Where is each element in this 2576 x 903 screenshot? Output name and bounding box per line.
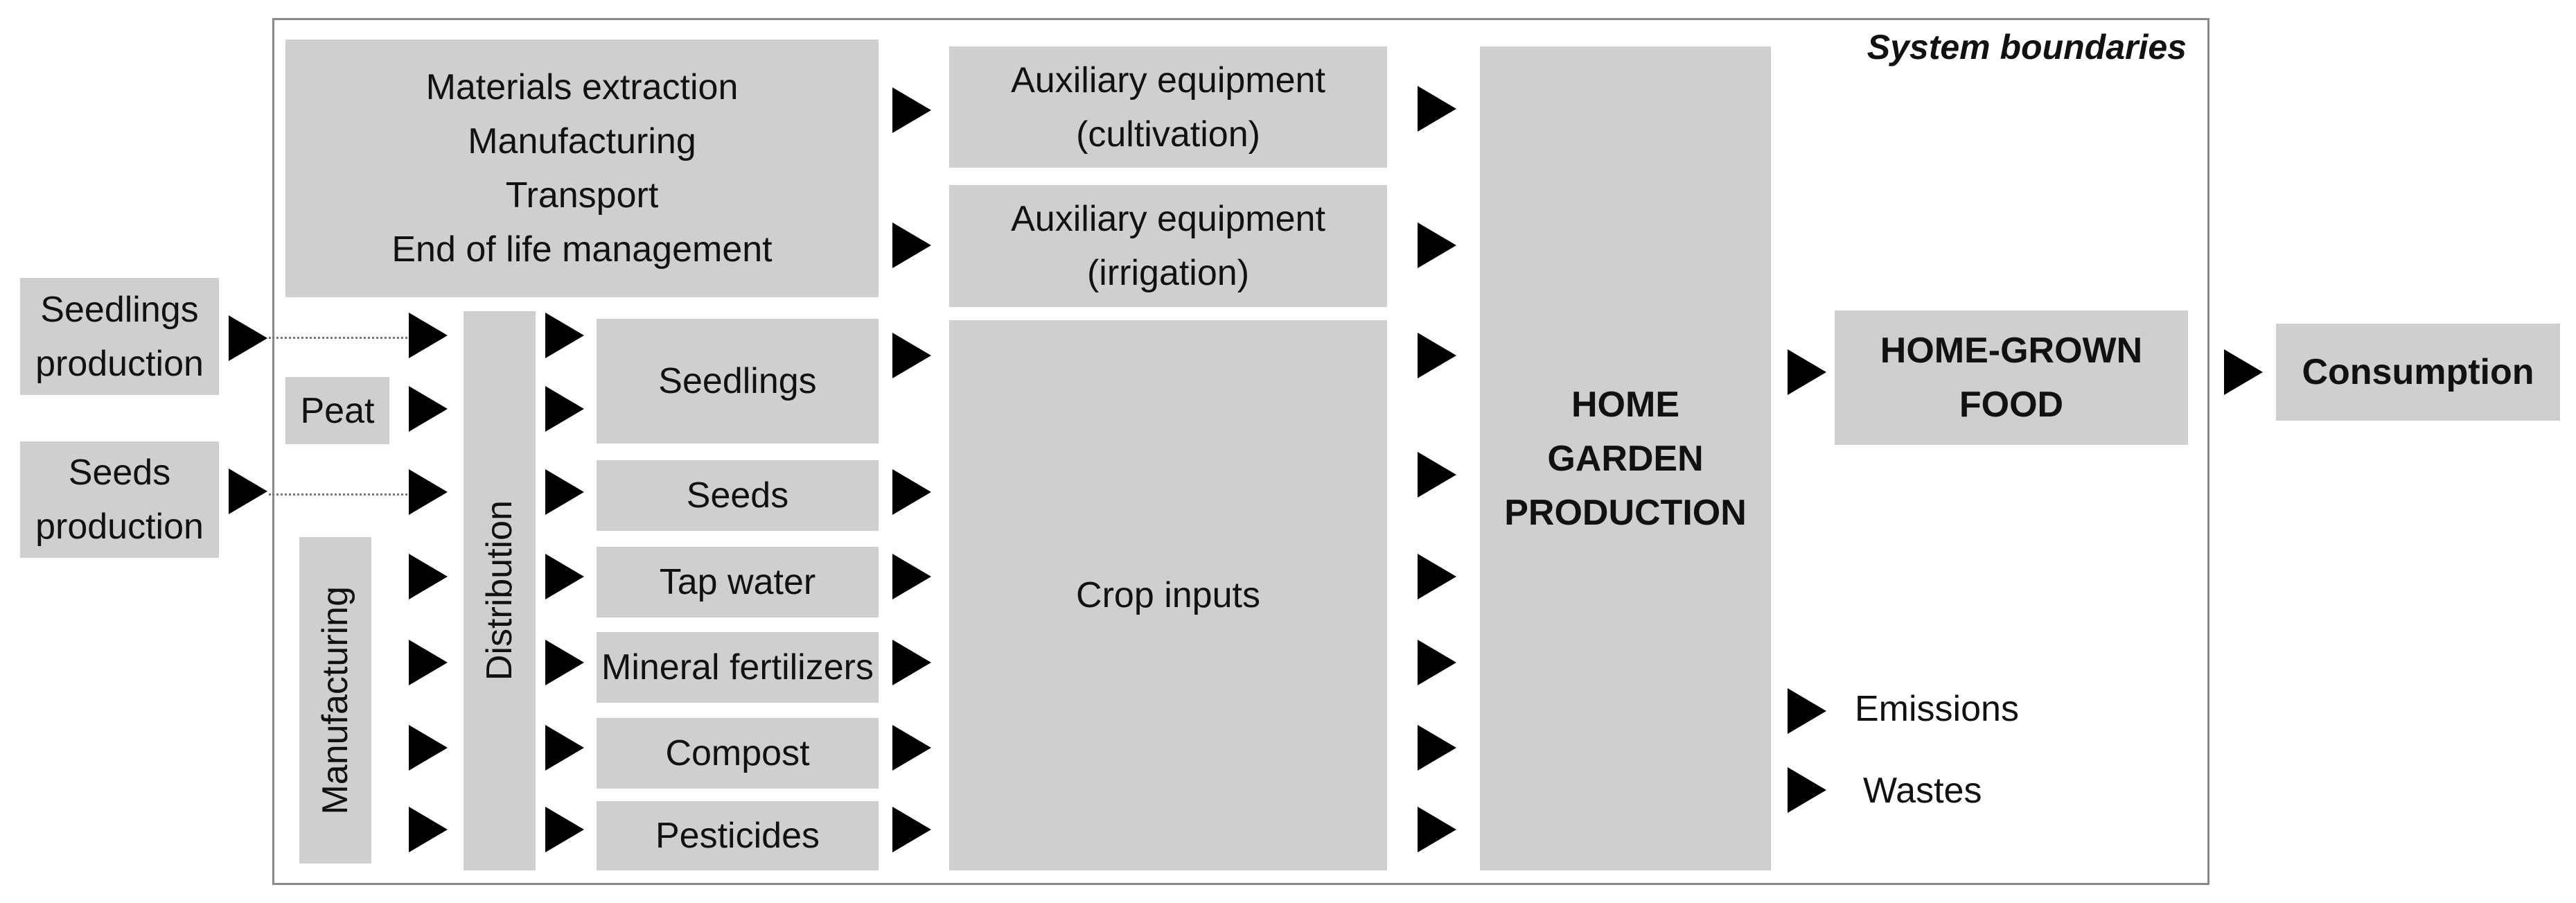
arrow-icon [1418, 333, 1456, 378]
seeds-dotted-connector [269, 493, 407, 496]
aux-equipment-cultivation-box: Auxiliary equipment (cultivation) [949, 46, 1387, 168]
manufacturing-label: Manufacturing [315, 586, 355, 815]
seeds-production-box: Seeds production [20, 441, 219, 558]
arrow-icon [1788, 349, 1826, 395]
arrow-icon [409, 386, 448, 432]
arrow-icon [545, 807, 584, 852]
tap-water-box: Tap water [597, 547, 879, 617]
seedlings-production-box: Seedlings production [20, 278, 219, 395]
arrow-icon [545, 386, 584, 432]
system-boundary: System boundaries [272, 18, 2209, 885]
aux-equipment-irrigation-box: Auxiliary equipment (irrigation) [949, 185, 1387, 307]
distribution-box: Distribution [464, 311, 536, 870]
arrow-icon [229, 468, 267, 514]
crop-inputs-box: Crop inputs [949, 320, 1387, 870]
arrow-icon [892, 725, 931, 771]
emissions-label: Emissions [1855, 689, 2019, 729]
arrow-icon [229, 315, 267, 361]
consumption-box: Consumption [2276, 324, 2560, 421]
system-boundary-label: System boundaries [1867, 28, 2187, 67]
arrow-icon [409, 725, 448, 771]
arrow-icon [1418, 725, 1456, 771]
arrow-icon [892, 554, 931, 599]
wastes-label: Wastes [1863, 771, 1982, 811]
arrow-icon [409, 313, 448, 358]
lifecycle-box: Materials extraction Manufacturing Trans… [285, 40, 879, 297]
arrow-icon [409, 469, 448, 515]
arrow-icon [1418, 554, 1456, 599]
seedlings-box: Seedlings [597, 319, 879, 444]
seedlings-dotted-connector [269, 337, 407, 339]
arrow-icon [545, 554, 584, 599]
manufacturing-box: Manufacturing [299, 537, 371, 863]
seeds-box: Seeds [597, 460, 879, 531]
mineral-fertilizers-box: Mineral fertilizers [597, 632, 879, 703]
arrow-icon [1418, 86, 1456, 132]
arrow-icon [892, 469, 931, 515]
home-garden-production-box: HOME GARDEN PRODUCTION [1480, 46, 1771, 870]
arrow-icon [1418, 222, 1456, 268]
arrow-icon [409, 640, 448, 685]
wastes-arrow-icon [1788, 767, 1826, 813]
home-grown-food-box: HOME-GROWN FOOD [1835, 310, 2188, 445]
arrow-icon [1418, 807, 1456, 852]
arrow-icon [545, 313, 584, 358]
arrow-icon [892, 807, 931, 852]
arrow-icon [1418, 452, 1456, 498]
arrow-icon [409, 807, 448, 852]
distribution-label: Distribution [479, 500, 520, 681]
arrow-icon [892, 87, 931, 133]
emissions-arrow-icon [1788, 688, 1826, 734]
arrow-icon [409, 554, 448, 599]
arrow-icon [545, 725, 584, 771]
arrow-icon [892, 222, 931, 268]
peat-box: Peat [285, 377, 389, 444]
compost-box: Compost [597, 718, 879, 789]
pesticides-box: Pesticides [597, 801, 879, 870]
arrow-icon [545, 640, 584, 685]
arrow-icon [2224, 349, 2263, 395]
arrow-icon [1418, 640, 1456, 685]
arrow-icon [892, 333, 931, 378]
arrow-icon [892, 640, 931, 685]
arrow-icon [545, 469, 584, 515]
